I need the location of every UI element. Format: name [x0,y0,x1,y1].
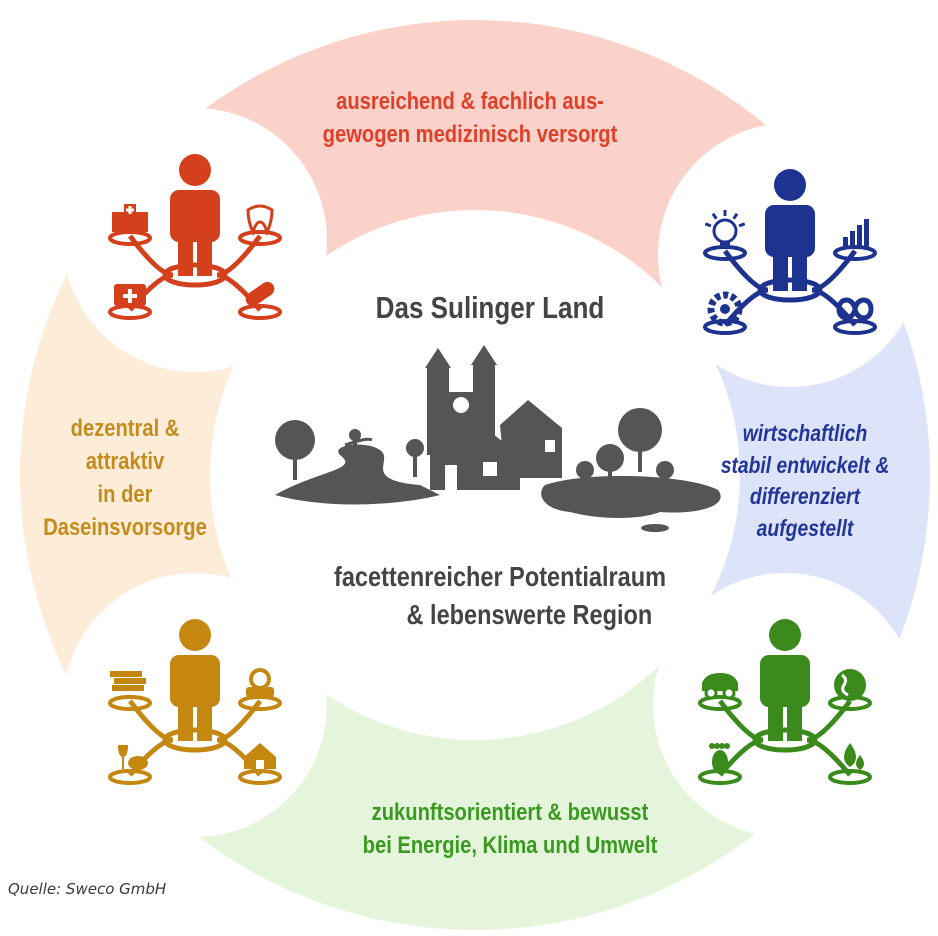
tree-crown [596,444,624,472]
segment-top-label: ausreichend & fachlich aus- gewogen medi… [294,85,647,151]
tree-crown [576,461,594,479]
icon-platform [238,769,282,785]
segment-left-line: attraktiv [85,448,165,476]
infinity-icon [836,297,874,321]
house-side [500,400,562,478]
gear-icon [707,291,743,327]
icon-platform [108,695,152,711]
first-aid-kit-icon [114,284,146,306]
coins-icon [246,668,274,697]
wine-bread-icon [118,745,148,770]
house-icon [244,743,276,769]
center-subtitle-line: & lebenswerte Region [406,598,653,630]
source-note: Quelle: Sweco GmbH [8,880,167,898]
church-tower [427,365,449,455]
road-edge [344,437,373,447]
tree-trunk [353,439,357,461]
person-icon [760,619,810,741]
tree-crown [656,461,674,479]
segment-right-line: differenziert [749,483,861,510]
house-window [483,462,497,476]
node-services [63,573,327,837]
segment-left-line: dezentral & [70,415,180,442]
segment-right-line: aufgestellt [756,515,854,542]
bar-chart-icon [843,219,869,247]
road-shape [275,444,440,505]
tree-crown [406,439,424,457]
lake-shape [541,475,721,518]
center-subtitle-line: facettenreicher Potentialraum [333,561,667,592]
segment-right-line: stabil entwickelt & [720,451,890,478]
segment-bottom-line: bei Energie, Klima und Umwelt [362,832,658,860]
segment-left-line: in der [97,481,153,509]
icon-platform [238,304,282,320]
tower-roof [471,345,497,365]
icon-platform [108,769,152,785]
church-tower [473,362,495,442]
tower-roof [425,348,451,368]
tree-crown [618,408,662,452]
segment-bottom-label: zukunftsorientiert & bewusst bei Energie… [325,796,695,862]
tree-crown [275,420,315,460]
icon-platform [703,319,747,335]
person-icon [170,619,220,741]
rose-window [453,397,469,413]
person-icon [765,169,815,291]
segment-bottom-line: zukunftsorientiert & bewusst [371,799,649,826]
lightbulb-icon [704,210,746,249]
hospital-icon [112,204,148,232]
tree-crown [349,429,361,441]
books-icon [110,671,146,691]
pond-shape [641,524,669,532]
segment-left-line: Daseinsvorsorge [43,514,207,542]
icon-platform [698,695,742,711]
icon-platform [238,230,282,246]
person-icon [170,154,220,276]
tree-trunk [413,455,417,477]
node-health [63,108,327,372]
electric-car-icon [702,673,738,700]
footprint-icon [709,743,730,774]
house-door [445,465,457,490]
house-window [545,440,555,452]
globe-icon [834,669,866,701]
village-church-icon [275,345,721,532]
segment-top-line: gewogen medizinisch versorgt [322,121,618,149]
center-subtitle: facettenreicher Potentialraum & lebenswe… [298,558,701,634]
segment-right-line: wirtschaftlich [742,420,868,446]
water-drop-icon [844,743,864,770]
tree-trunk [293,458,297,480]
node-environment [653,573,917,837]
tree-trunk [638,450,642,472]
tooth-icon [246,204,274,237]
pill-icon [245,281,275,307]
segment-right-label: wirtschaftlich stabil entwickelt & diffe… [692,418,919,545]
segment-top-line: ausreichend & fachlich aus- [336,88,604,115]
node-economy [658,123,922,387]
segment-left-label: dezentral & attraktiv in der Daseinsvors… [28,412,221,544]
icon-platform [828,769,872,785]
icon-platform [833,319,877,335]
center-title: Das Sulinger Land [375,290,605,325]
